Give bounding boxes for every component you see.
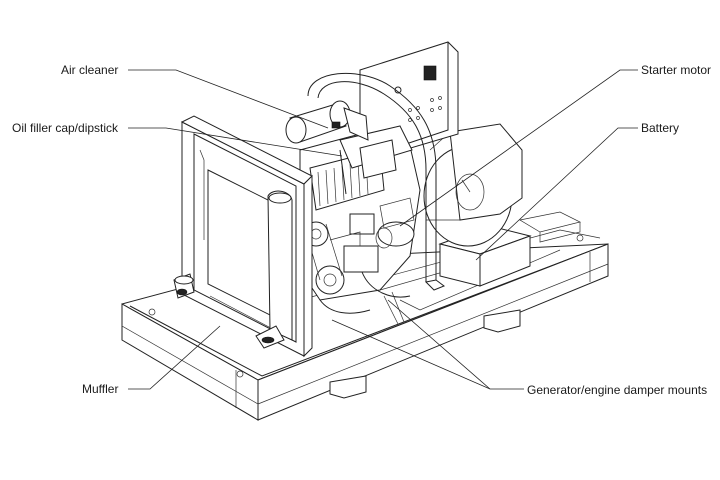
leader-damper-right — [387, 299, 491, 390]
alternator — [423, 123, 523, 247]
muffler-label: Muffler — [82, 382, 119, 396]
leader-battery — [475, 127, 638, 261]
battery-label: Battery — [641, 121, 680, 135]
damper-mounts-label: Generator/engine damper mounts — [527, 383, 708, 397]
engine — [299, 125, 421, 325]
oil-filler-label: Oil filler cap/dipstick — [12, 121, 119, 135]
leader-air-cleaner — [128, 69, 329, 129]
air-cleaner-label: Air cleaner — [61, 63, 119, 77]
air-cleaner — [285, 100, 369, 144]
leader-oil-filler — [128, 127, 343, 157]
muffler — [173, 190, 293, 349]
radiator — [180, 115, 313, 358]
leader-lines — [128, 69, 638, 390]
starter-motor-label: Starter motor — [641, 63, 712, 77]
leader-starter-motor — [399, 69, 638, 227]
lifting-frame — [307, 72, 446, 291]
leader-muffler — [128, 325, 221, 390]
